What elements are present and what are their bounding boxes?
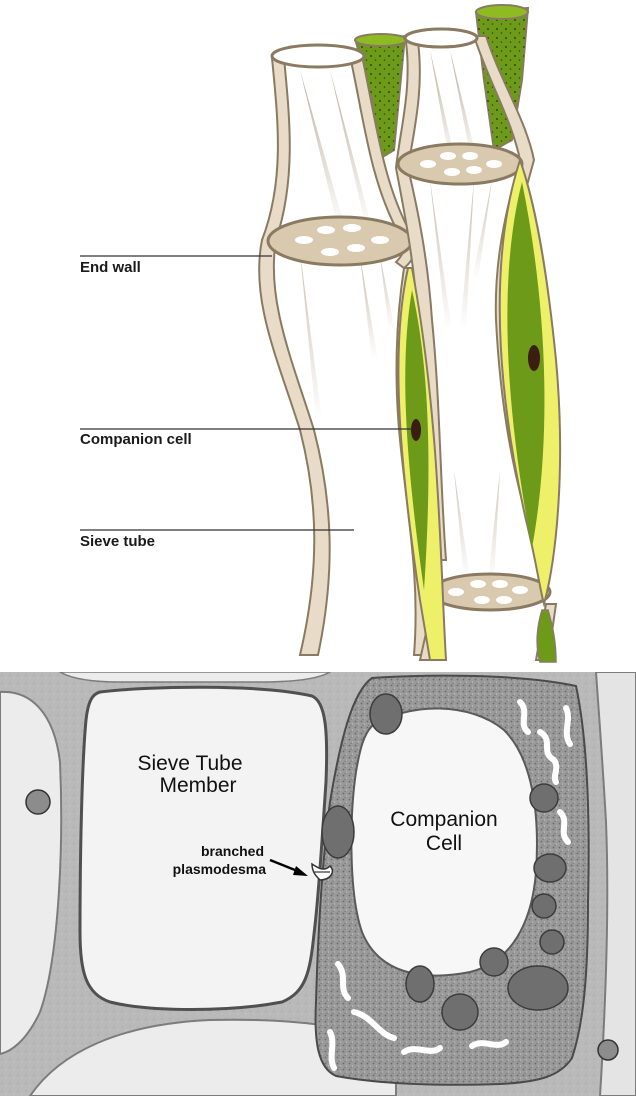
companion-cell-left [397,267,448,661]
sieve-tube-member-label-line2: Member [159,774,236,797]
sieve-tube-member-lumen [78,685,329,1011]
companion-cell-label-line2: Cell [426,832,462,855]
companion-cell-top-left [354,33,408,162]
sieve-tube-label: Sieve tube [80,533,155,550]
nucleus-right [528,345,540,371]
end-wall-sieve-plate [266,215,414,267]
branched-plasmodesma [311,862,334,881]
sieve-plate-right-upper [396,142,524,186]
mitochondria [321,693,569,1031]
sieve-tube-member-label-line1: Sieve Tube [137,752,242,775]
neighbour-cell-top [58,672,332,683]
organelle-left [25,789,51,815]
wall-ingrowths [327,699,573,1071]
nucleus-left [411,419,421,441]
electron-micrograph: Sieve Tube Member Companion Cell branche… [0,672,636,1096]
plasmodesma-label-line2: plasmodesma [173,861,267,877]
companion-cell-label: Companion cell [80,431,192,448]
end-wall-label: End wall [80,259,141,276]
sieve-tube-illustration: End wall Companion cell Sieve tube [80,4,562,663]
companion-cell-label-line1: Companion [390,808,497,831]
plasmodesma-arrow [269,858,308,876]
neighbour-cell-right [594,672,636,1096]
sieve-plate-right-lower [428,572,552,612]
plasmodesma-label-line1: branched [201,843,264,859]
organelle-right [597,1039,619,1061]
neighbour-cell-left [0,690,63,1056]
companion-cell-right [498,156,562,663]
